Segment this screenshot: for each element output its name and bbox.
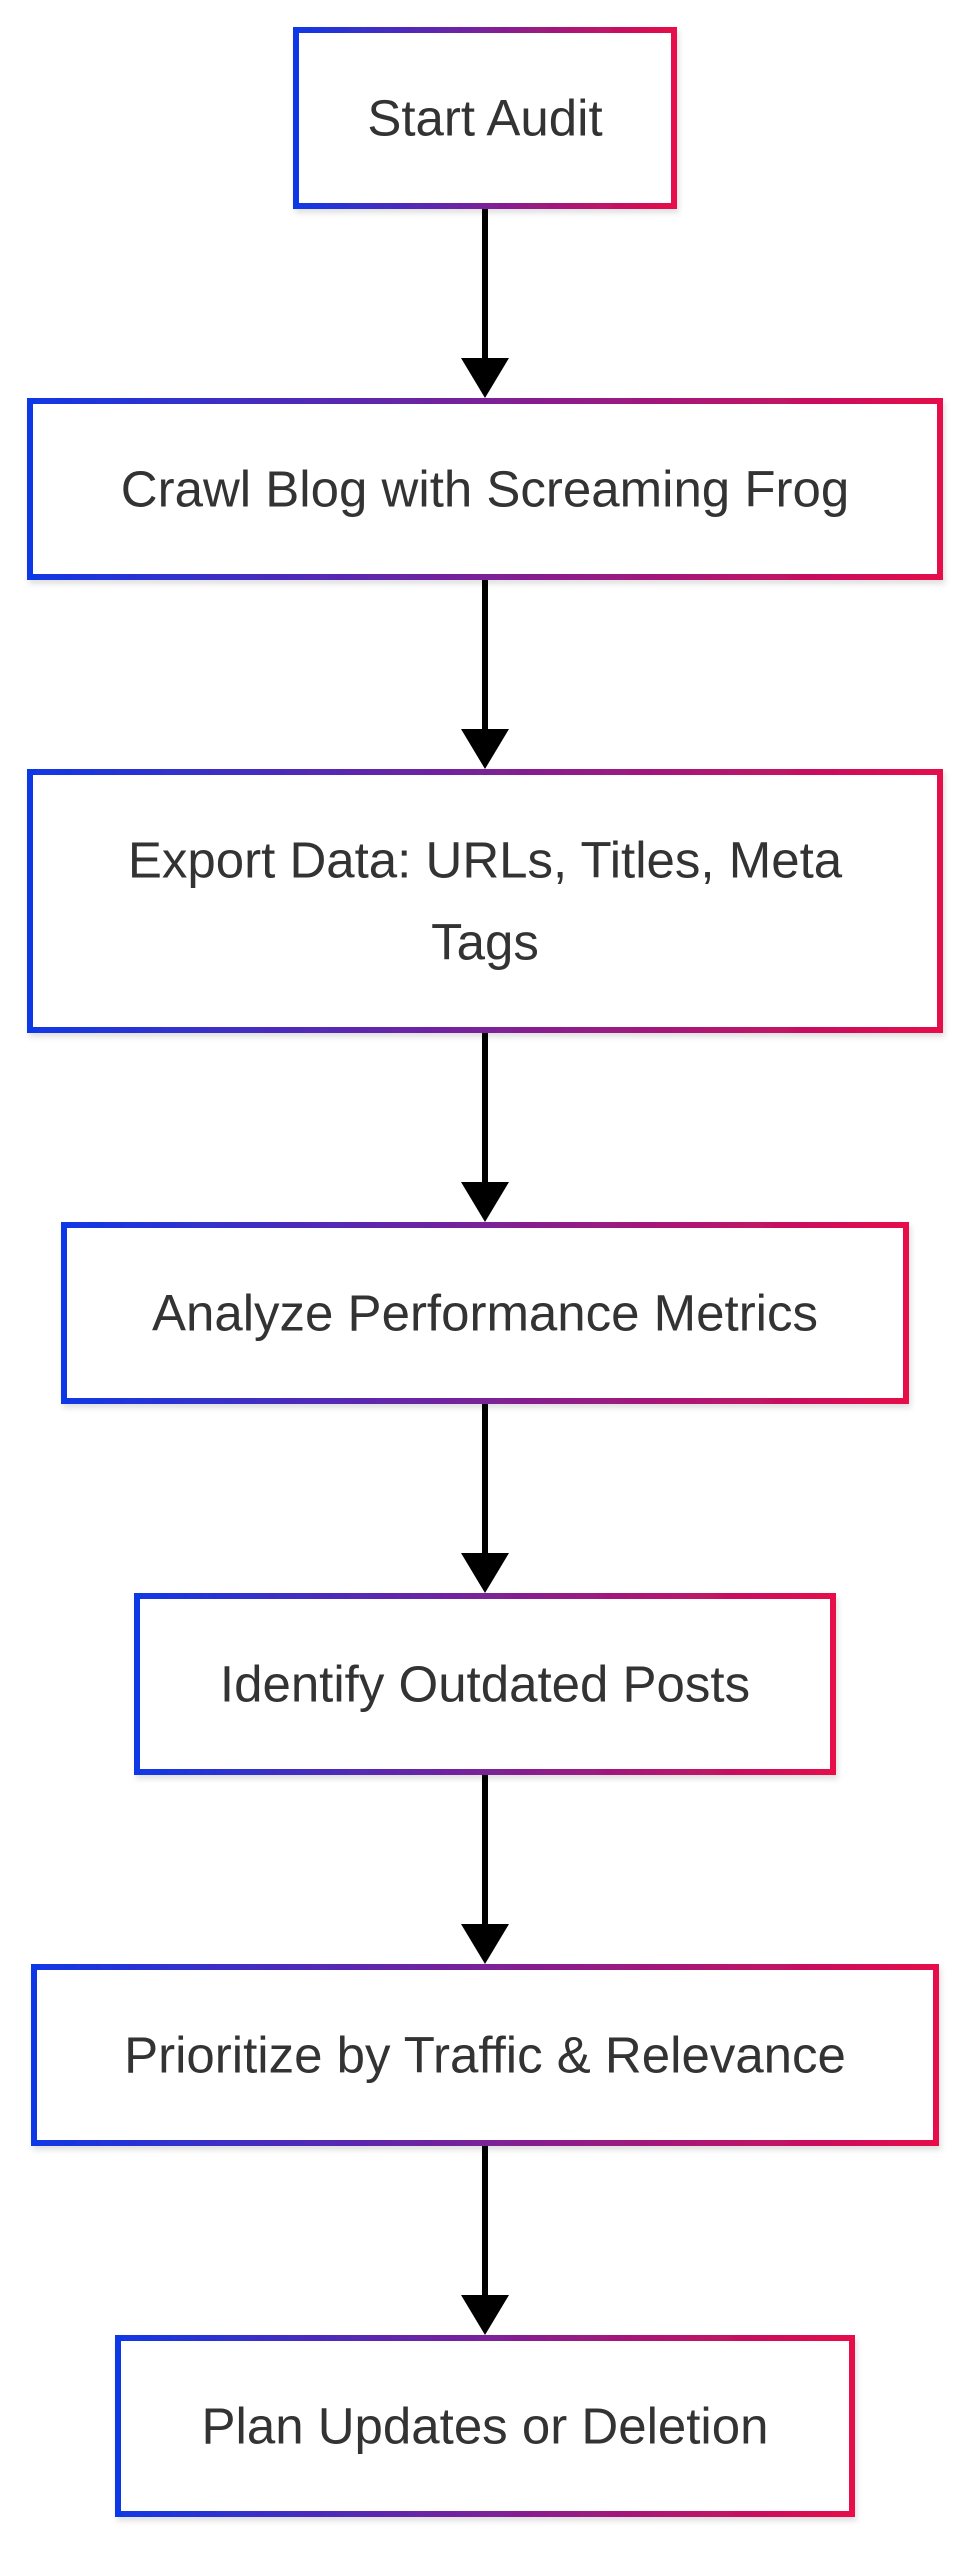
flow-node-label: Tags: [431, 914, 539, 971]
flow-edge-identify-to-prioritize: [461, 1775, 509, 1964]
flow-edge-start-to-crawl: [461, 209, 509, 398]
flow-edge-arrowhead-icon: [461, 1182, 509, 1222]
flow-edge-prioritize-to-plan: [461, 2146, 509, 2335]
flow-node-label: Analyze Performance Metrics: [152, 1285, 818, 1342]
flow-node-start: Start Audit: [293, 27, 677, 209]
flow-node-box: [61, 1222, 909, 1404]
flow-node-box: [134, 1593, 836, 1775]
flow-edge-crawl-to-export: [461, 580, 509, 769]
flow-node-analyze: Analyze Performance Metrics: [61, 1222, 909, 1404]
flow-node-plan: Plan Updates or Deletion: [115, 2335, 855, 2517]
flow-node-box: [31, 1964, 939, 2146]
flow-node-box: [115, 2335, 855, 2517]
flow-edge-arrowhead-icon: [461, 1553, 509, 1593]
flow-node-label: Crawl Blog with Screaming Frog: [121, 461, 849, 518]
flow-edge-arrowhead-icon: [461, 2295, 509, 2335]
flow-edge-arrowhead-icon: [461, 729, 509, 769]
flow-node-label: Prioritize by Traffic & Relevance: [124, 2027, 846, 2084]
flow-node-box: [27, 398, 943, 580]
flow-node-prioritize: Prioritize by Traffic & Relevance: [31, 1964, 939, 2146]
flow-node-label: Export Data: URLs, Titles, Meta: [128, 832, 843, 889]
flow-edge-arrowhead-icon: [461, 1924, 509, 1964]
flow-node-box: [27, 769, 943, 1033]
flow-node-identify: Identify Outdated Posts: [134, 1593, 836, 1775]
flow-node-box: [293, 27, 677, 209]
flow-node-label: Identify Outdated Posts: [220, 1656, 750, 1713]
edges-layer: [461, 209, 509, 2335]
flow-node-label: Start Audit: [367, 90, 602, 147]
flow-edge-analyze-to-identify: [461, 1404, 509, 1593]
flow-edge-export-to-analyze: [461, 1033, 509, 1222]
flow-edge-arrowhead-icon: [461, 358, 509, 398]
flow-node-label: Plan Updates or Deletion: [201, 2398, 768, 2455]
flow-node-crawl: Crawl Blog with Screaming Frog: [27, 398, 943, 580]
